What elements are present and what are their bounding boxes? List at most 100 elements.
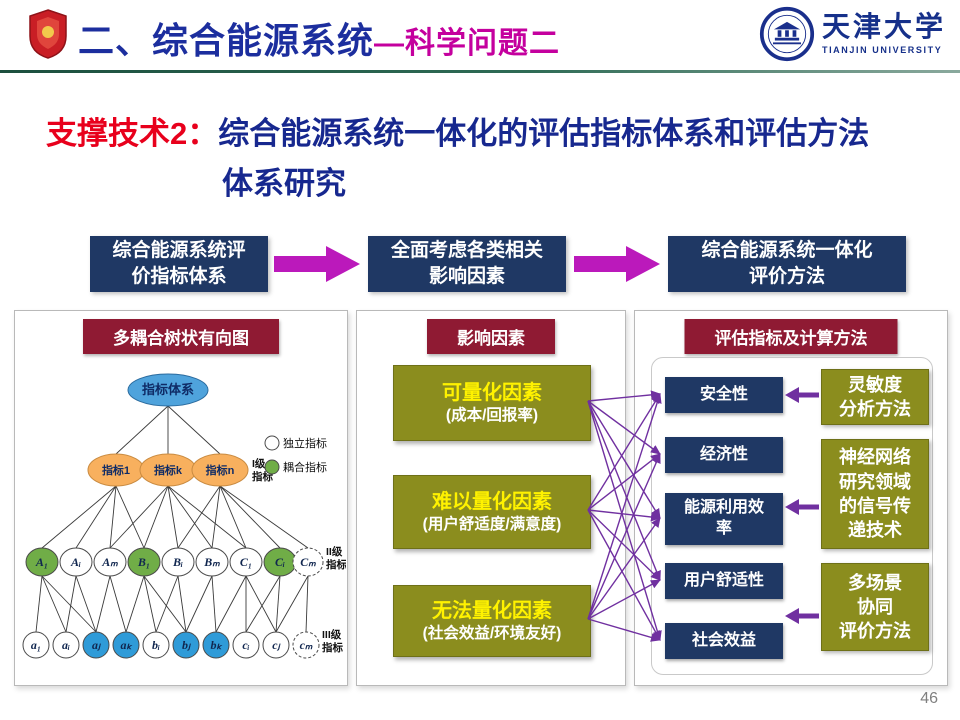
svg-text:cⱼ: cⱼ [272,638,280,652]
support-tech-text: 综合能源系统一体化的评估指标体系和评估方法 [218,116,870,151]
method-neural-network: 神经网络 研究领域 的信号传 递技术 [821,439,929,549]
factor-quantifiable: 可量化因素 (成本/回报率) [393,365,591,441]
method-sensitivity-analysis: 灵敏度 分析方法 [821,369,929,425]
indicator-line: 经济性 [699,445,748,463]
factor-subtitle: (社会效益/环境友好) [422,624,562,642]
svg-text:B₁: B₁ [137,555,150,569]
university-logo: 天津大学 TIANJIN UNIVERSITY [759,6,946,62]
flow-step-influence-factors: 全面考虑各类相关 影响因素 [368,236,566,292]
svg-text:aᵢ: aᵢ [62,638,70,652]
tianjin-university-seal-icon [759,6,815,62]
svg-text:II级: II级 [326,545,343,558]
svg-text:a₁: a₁ [31,638,41,652]
support-tech-heading: 支撑技术2：综合能源系统一体化的评估指标体系和评估方法 [46,108,869,153]
factor-hard-to-quantify: 难以量化因素 (用户舒适度/满意度) [393,475,591,549]
method-line: 协同 [857,596,893,617]
method-line: 分析方法 [839,399,911,419]
flow-step-indicator-system: 综合能源系统评 价指标体系 [90,236,268,292]
flow-step-line: 全面考虑各类相关 [390,240,543,262]
indicator-safety: 安全性 [665,377,783,413]
slide-title: 二、综合能源系统—科学问题二 [78,12,560,64]
svg-text:指标1: 指标1 [102,463,130,477]
svg-text:Aₘ: Aₘ [101,555,118,569]
tree-level3-label: III级 指标 [322,628,343,654]
method-line: 灵敏度 [848,374,902,395]
indicator-line: 安全性 [699,385,748,403]
header-divider [0,70,960,73]
method-line: 递技术 [848,520,902,541]
svg-text:I级: I级 [252,457,266,470]
university-name-cn: 天津大学 [821,12,946,44]
tree-level3-nodes: a₁ aᵢ aⱼ aₖ bᵢ bⱼ bₖ cᵢ cⱼ cₘ [22,631,320,659]
svg-text:Bᵢ: Bᵢ [172,555,183,569]
svg-text:耦合指标: 耦合指标 [283,460,327,474]
factor-title: 可量化因素 [442,381,542,404]
svg-text:Bₘ: Bₘ [203,555,220,569]
tree-level1-nodes: 指标1 指标k 指标n [87,453,249,487]
method-line: 多场景 [848,572,902,593]
flow-step-evaluation-method: 综合能源系统一体化 评价方法 [668,236,906,292]
method-line: 研究领域 [839,471,911,492]
indicator-line: 率 [715,520,732,537]
svg-text:A₁: A₁ [35,555,48,569]
tree-edges [35,405,309,633]
flow-step-line: 综合能源系统一体化 [701,240,873,262]
flow-arrow-icon [274,246,360,282]
method-line: 神经网络 [839,447,911,468]
factor-title: 难以量化因素 [432,490,552,513]
panel-tree-title: 多耦合树状有向图 [83,319,279,354]
svg-text:cₘ: cₘ [300,638,313,652]
svg-text:aₖ: aₖ [120,638,133,652]
svg-text:bₖ: bₖ [210,638,223,652]
svg-text:指标: 指标 [326,558,346,571]
method-multi-scenario: 多场景 协同 评价方法 [821,563,929,651]
factor-title: 无法量化因素 [432,599,552,622]
svg-text:cᵢ: cᵢ [242,638,249,652]
indicator-user-comfort: 用户舒适性 [665,563,783,599]
method-line: 评价方法 [839,621,911,642]
slide-title-accent: —科学问题二 [374,27,561,60]
svg-text:指标体系: 指标体系 [142,382,194,397]
flow-step-line: 评价方法 [748,266,825,287]
svg-text:aⱼ: aⱼ [92,638,101,652]
tree-diagram: 指标体系 指标1 指标k 指标n I级 指标 独立指标 耦合指标 [22,373,346,659]
slide-title-main: 二、综合能源系统 [78,20,375,61]
indicator-social-benefit: 社会效益 [665,623,783,659]
svg-text:C₁: C₁ [240,555,252,569]
factor-unquantifiable: 无法量化因素 (社会效益/环境友好) [393,585,591,657]
tree-root-node: 指标体系 [127,373,209,407]
coupled-indicator-icon [264,459,280,475]
svg-text:Aᵢ: Aᵢ [70,555,81,569]
svg-text:指标n: 指标n [206,463,235,477]
panel-tree-diagram: 多耦合树状有向图 指标体系 [14,310,348,686]
flow-step-line: 价指标体系 [131,266,227,287]
tree-level2-label: II级 指标 [326,545,346,571]
indicator-line: 社会效益 [691,631,756,649]
indicator-line: 用户舒适性 [683,571,764,589]
svg-text:bᵢ: bᵢ [152,638,160,652]
indicator-economy: 经济性 [665,437,783,473]
support-tech-label: 支撑技术2： [46,116,219,151]
tree-legend: 独立指标 耦合指标 [264,435,327,475]
svg-text:指标: 指标 [322,641,343,654]
svg-text:Cₘ: Cₘ [300,555,316,569]
panel-factors-title: 影响因素 [427,319,555,354]
svg-text:bⱼ: bⱼ [182,638,191,652]
svg-text:III级: III级 [322,628,342,641]
flow-step-line: 综合能源系统评 [112,240,246,262]
panel-evaluation-title: 评估指标及计算方法 [684,319,898,354]
flow-arrow-icon [574,246,660,282]
method-line: 的信号传 [839,496,911,516]
university-name-block: 天津大学 TIANJIN UNIVERSITY [821,12,946,55]
page-number: 46 [920,690,938,707]
factor-subtitle: (用户舒适度/满意度) [422,515,562,533]
university-name-en: TIANJIN UNIVERSITY [821,44,943,55]
factor-subtitle: (成本/回报率) [445,406,539,424]
panel-evaluation: 评估指标及计算方法 安全性 经济性 能源利用效 率 用户舒适性 社会效益 灵敏度… [634,310,948,686]
svg-text:Cᵢ: Cᵢ [275,555,285,569]
project-emblem-icon [29,9,67,59]
flow-step-line: 影响因素 [428,266,505,287]
svg-text:独立指标: 独立指标 [283,436,327,450]
indicator-energy-efficiency: 能源利用效 率 [665,493,783,545]
